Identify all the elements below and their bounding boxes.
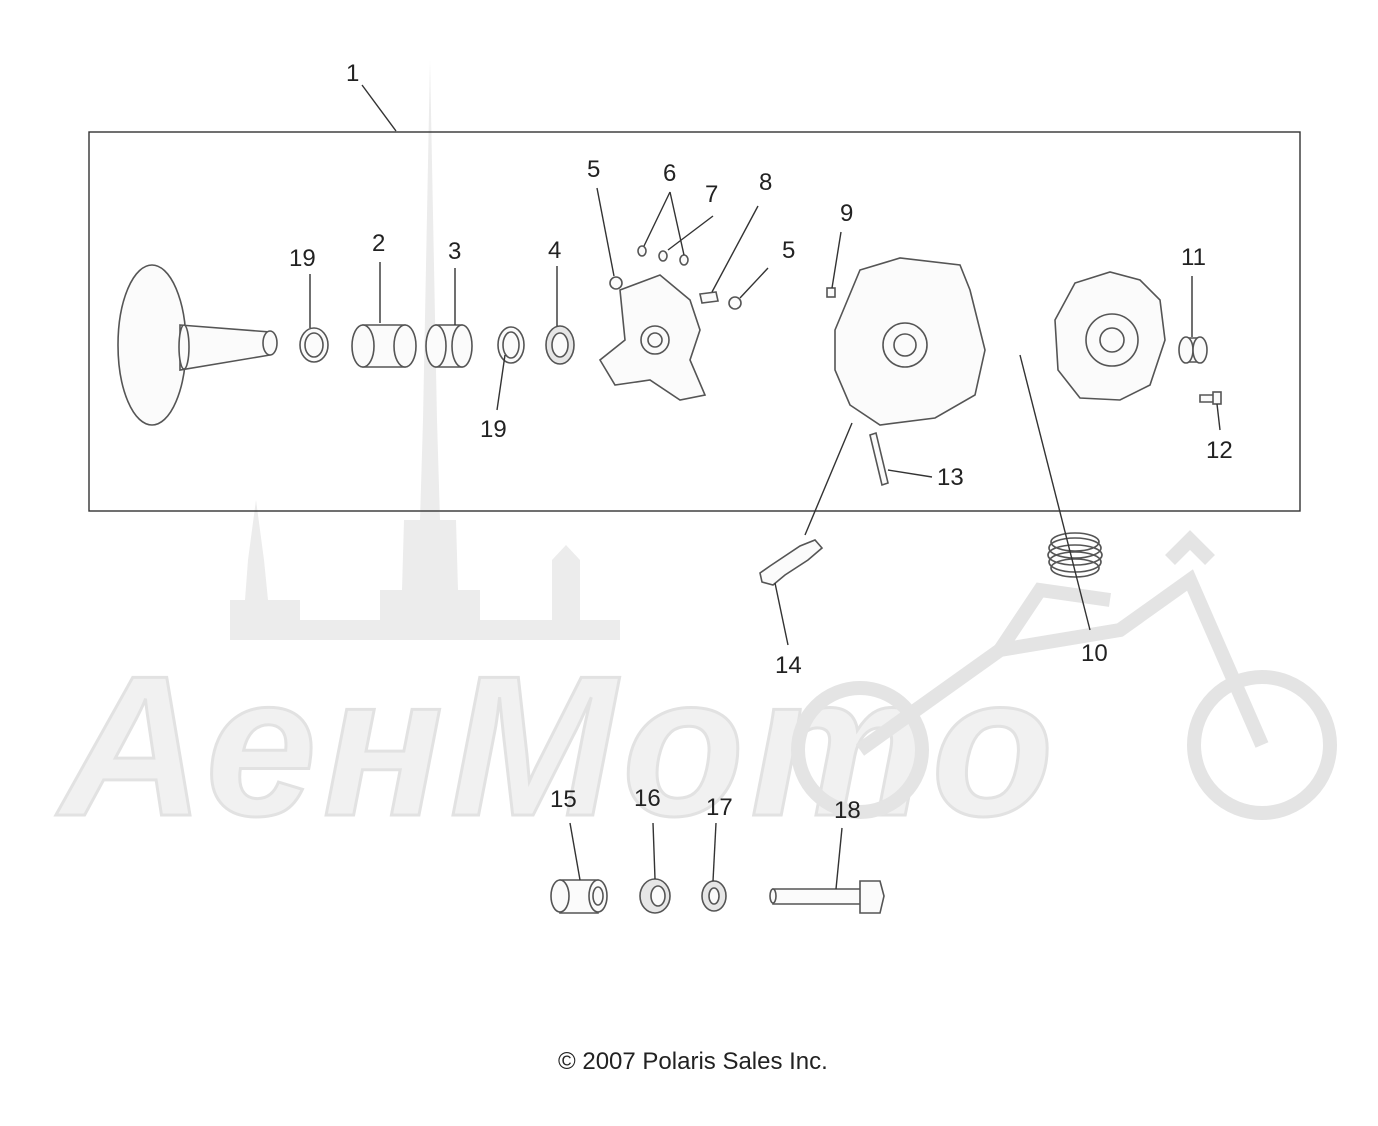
callout-16: 16 [634, 785, 661, 812]
callout-6: 6 [663, 160, 676, 187]
washer-part-c [679, 254, 689, 266]
washer-part-b [658, 250, 668, 262]
cover-housing-part [834, 257, 986, 426]
callout-10: 10 [1081, 640, 1108, 667]
assembly-box [88, 131, 1301, 512]
button-part-2 [728, 296, 742, 310]
spacer-ring-inner-part [304, 332, 324, 358]
washer-thin-inner-part [708, 887, 720, 905]
callout-5: 5 [587, 156, 600, 183]
nut-part [826, 287, 836, 298]
copyright-text: © 2007 Polaris Sales Inc. [558, 1048, 828, 1075]
callout-9: 9 [840, 200, 853, 227]
bolt-part [769, 880, 885, 914]
watermark: АенМото [54, 60, 1337, 860]
callout-14: 14 [775, 652, 802, 679]
callout-18: 18 [834, 797, 861, 824]
callout-4: 4 [548, 237, 561, 264]
callout-19: 19 [289, 245, 316, 272]
seal-inner-part [551, 332, 569, 358]
callout-1: 1 [346, 60, 359, 87]
callout-2: 2 [372, 230, 385, 257]
callout-8: 8 [759, 169, 772, 196]
screw-part [1199, 391, 1222, 405]
spacer-ring-inner-part-2 [502, 331, 520, 359]
callout-13: 13 [937, 464, 964, 491]
spider-cover-part [1054, 271, 1166, 401]
sheave-with-shaft-part [117, 264, 278, 426]
callout-labels: 1 2 3 4 5 6 7 8 5 9 10 11 12 13 14 15 16… [289, 60, 1233, 824]
roller-pin-part [869, 431, 889, 487]
callout-15: 15 [550, 786, 577, 813]
watermark-skyline-icon [230, 60, 620, 640]
callout-3: 3 [448, 238, 461, 265]
callout-11: 11 [1181, 244, 1206, 271]
watermark-text: АенМото [55, 635, 1060, 858]
cover-bushing-part [1178, 336, 1208, 364]
button-part [609, 276, 623, 290]
motorcycle-icon [791, 530, 1337, 820]
spider-part [598, 274, 707, 401]
callout-17: 17 [706, 794, 733, 821]
bushing-large-part [425, 324, 473, 368]
washer-part-a [637, 245, 647, 257]
washer-thick-inner-part [650, 885, 666, 907]
callout-12: 12 [1206, 437, 1233, 464]
bushing-part [351, 324, 417, 368]
spacer-tube-part [550, 879, 608, 914]
callout-7: 7 [705, 181, 718, 208]
leader-lines [309, 84, 1221, 890]
callout-19b: 19 [480, 416, 507, 443]
pin-part [699, 291, 719, 304]
shift-weight-part [759, 539, 824, 586]
callout-5b: 5 [782, 237, 795, 264]
